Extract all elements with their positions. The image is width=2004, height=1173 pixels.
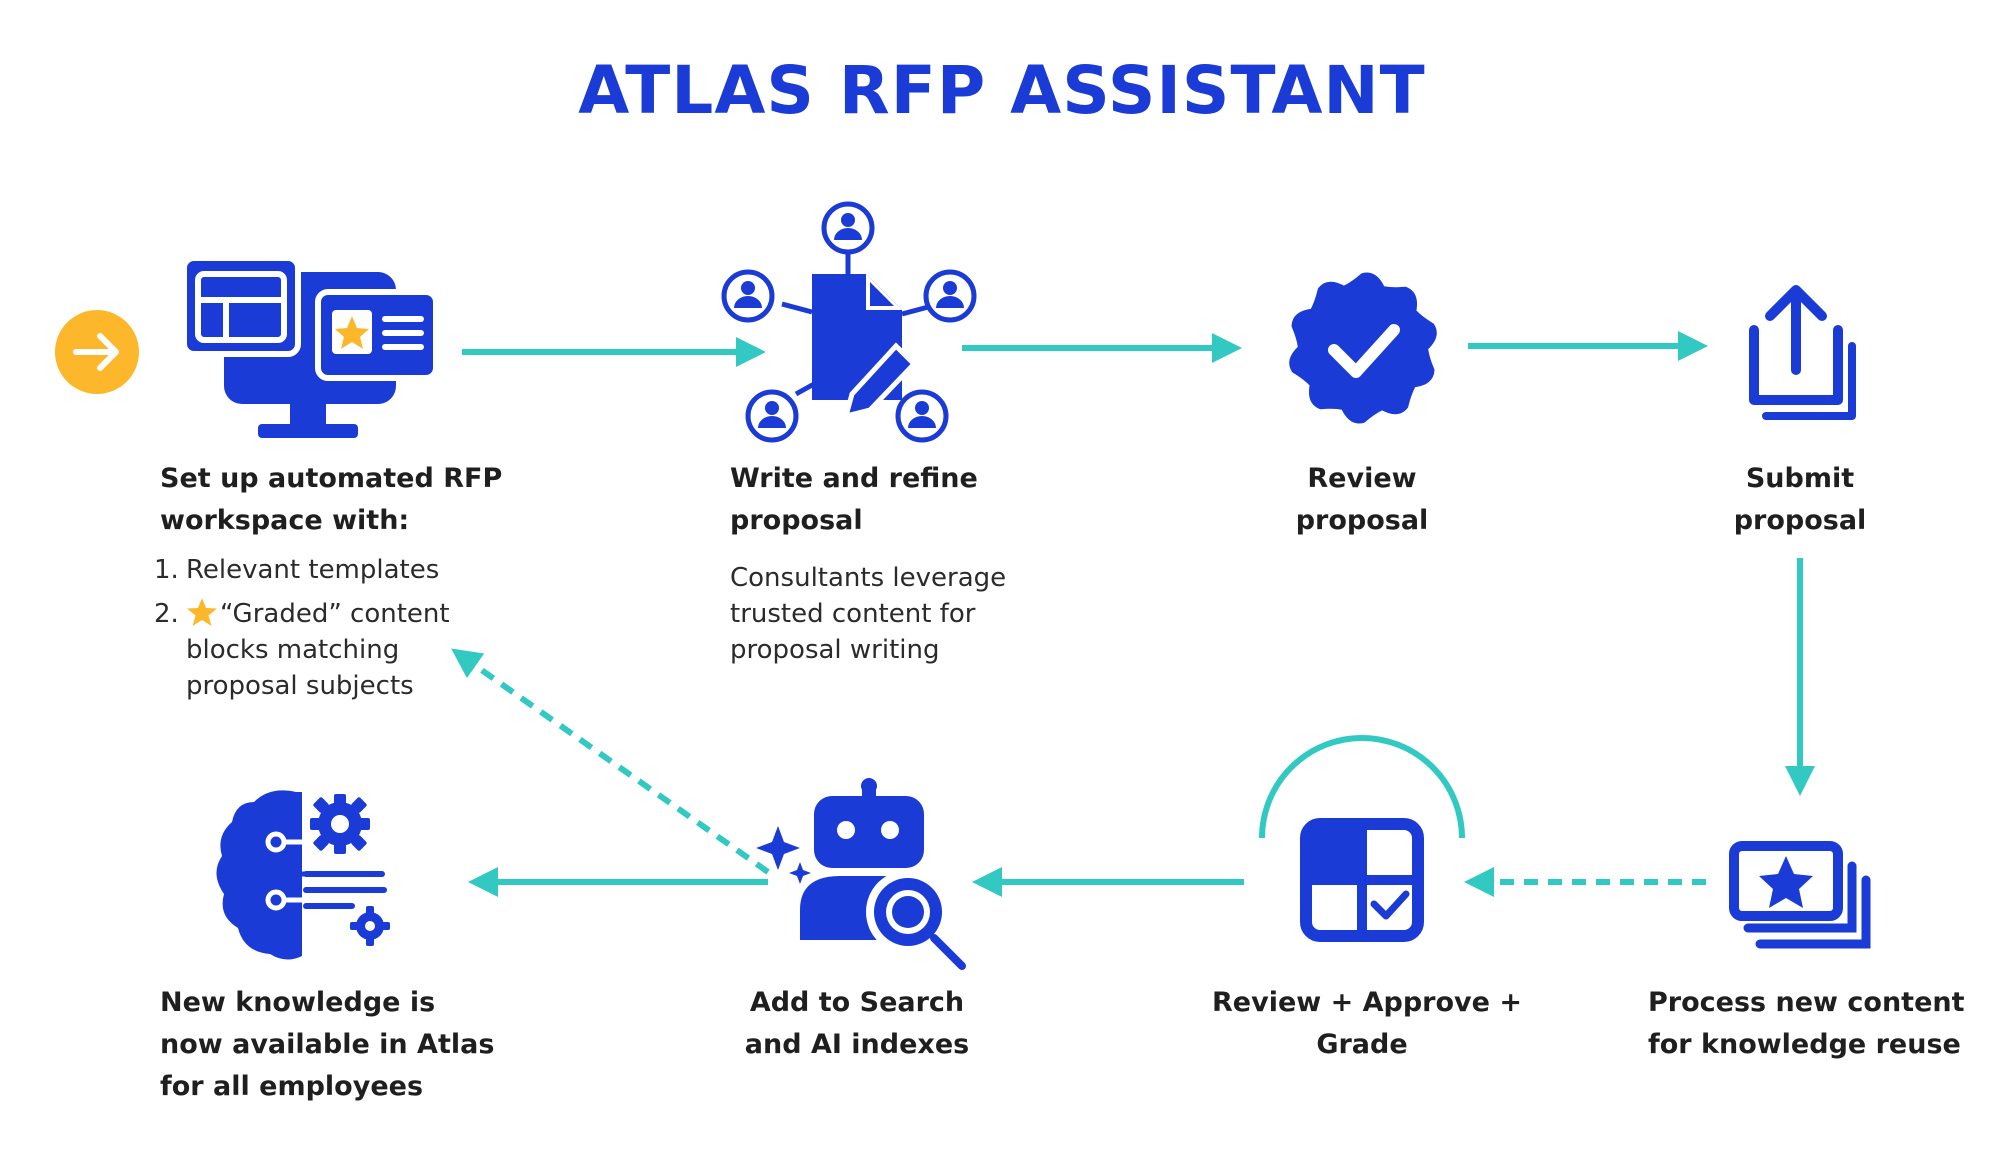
setup-list-item: 1. Relevant templates <box>154 555 440 585</box>
connectors <box>451 331 1815 897</box>
grade-grid-check-icon <box>1300 818 1424 942</box>
connector-index-to-setup-dashed <box>451 648 770 875</box>
step-write-description: Consultants leverage trusted content for… <box>730 563 1007 665</box>
diagram-title: ATLAS RFP ASSISTANT <box>578 52 1426 129</box>
step-process-label: Process new content for knowledge reuse <box>1648 987 1965 1060</box>
grade-arc <box>1259 735 1465 839</box>
checkmark-icon <box>1328 324 1400 378</box>
start-arrow-icon <box>55 310 139 394</box>
upload-stack-icon <box>1749 285 1856 420</box>
starred-content-stack-icon <box>1729 841 1871 949</box>
setup-list: 1. Relevant templates 2. “Graded” conten… <box>154 552 450 712</box>
step-knowledge-label: New knowledge is now available in Atlas … <box>160 987 495 1102</box>
step-setup-label: Set up automated RFP workspace with: <box>160 463 503 536</box>
document-collaborators-icon <box>721 201 977 443</box>
brain-gears-icon <box>216 790 390 960</box>
workspace-monitor-icon <box>181 255 439 438</box>
step-grade-label: Review + Approve + Grade <box>1212 987 1522 1060</box>
step-review-label: Review proposal <box>1295 463 1429 536</box>
step-index-label: Add to Search and AI indexes <box>744 987 970 1060</box>
ai-robot-search-icon <box>756 778 966 970</box>
setup-list-item: 2. “Graded” content blocks matching prop… <box>154 596 450 704</box>
star-icon <box>187 598 217 626</box>
verified-badge-icon <box>1289 272 1437 424</box>
step-write-label: Write and refine proposal <box>730 463 978 536</box>
step-submit-label: Submit proposal <box>1733 463 1867 536</box>
